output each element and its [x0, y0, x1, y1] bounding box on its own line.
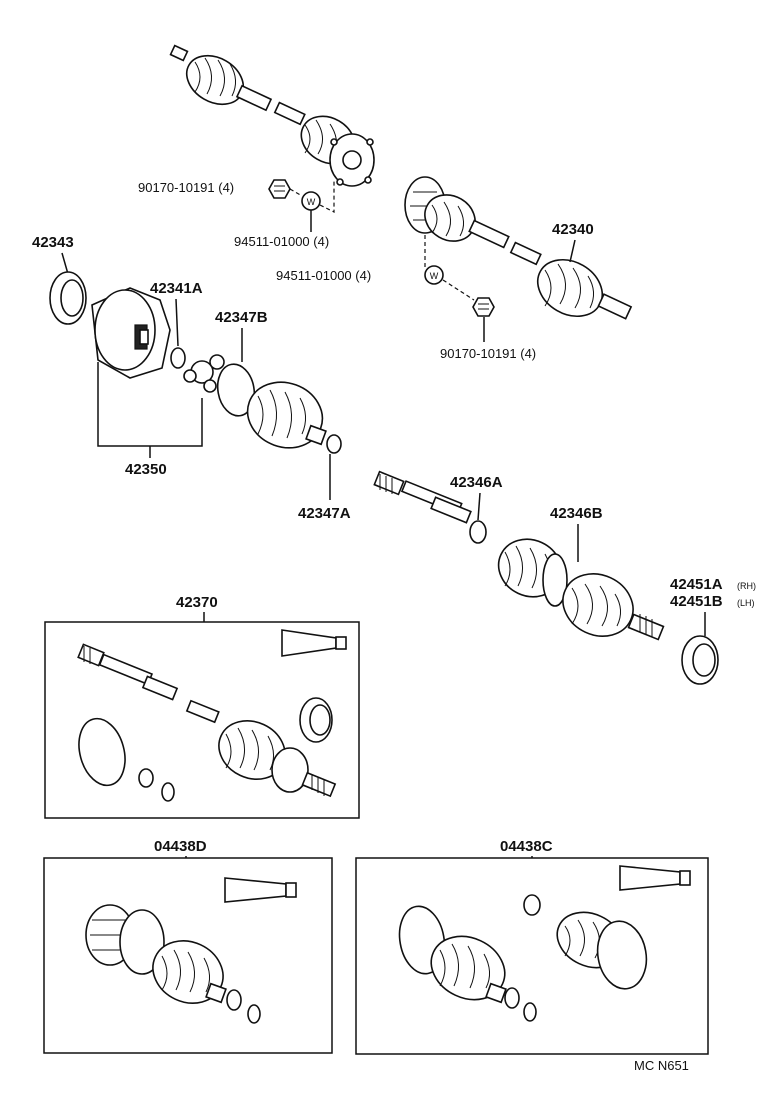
grease-tube-04438D	[224, 877, 297, 903]
boot-inboard	[246, 381, 327, 449]
label-94511-01000-top: 94511-01000 (4)	[234, 234, 329, 249]
clamp-42347B	[216, 363, 256, 417]
shaft-inboard-right	[373, 470, 472, 524]
label-90170-10191-top: 90170-10191 (4)	[138, 180, 234, 195]
label-42451A-side: (RH)	[737, 581, 756, 591]
kit-box-04438D	[43, 857, 333, 1054]
washer-94511-top: W	[301, 191, 321, 211]
grease-tube-04438C	[619, 865, 691, 891]
clamp-small-04438C	[504, 987, 520, 1009]
label-42347A: 42347A	[298, 505, 351, 522]
snap-ring-04438D	[247, 1004, 261, 1024]
label-42451B: 42451B	[670, 593, 723, 610]
label-42346A: 42346A	[450, 474, 503, 491]
label-04438D: 04438D	[154, 838, 207, 855]
clamp-small-04438D	[226, 989, 242, 1011]
washer-mark: W	[307, 197, 316, 207]
label-42340: 42340	[552, 221, 594, 238]
shaft-42340	[404, 176, 633, 320]
boot-04438D	[85, 904, 227, 1004]
boot-04438C-inboard	[430, 935, 507, 1004]
nut-90170-right	[472, 297, 495, 317]
label-42346B: 42346B	[550, 505, 603, 522]
label-42370: 42370	[176, 594, 218, 611]
clamp-large-42370	[78, 717, 126, 787]
label-42341A: 42341A	[150, 280, 203, 297]
abs-ring-42451	[681, 635, 719, 685]
kit-box-04438C	[355, 857, 709, 1055]
clamp-42347A	[326, 434, 342, 454]
nut-90170-top	[268, 179, 291, 199]
label-94511-01000-right: 94511-01000 (4)	[276, 268, 371, 283]
label-42451A: 42451A	[670, 576, 723, 593]
upper-drive-shaft	[169, 44, 375, 187]
tripod-joint	[183, 354, 225, 393]
outboard-housing-42350	[91, 287, 171, 379]
label-42347B: 42347B	[215, 309, 268, 326]
washer-94511-right: W	[424, 265, 444, 285]
label-42343: 42343	[32, 234, 74, 251]
dust-cover-42370	[299, 697, 333, 743]
clamp-42346A	[469, 520, 487, 544]
grease-tube-42370	[281, 629, 347, 657]
snap-ring-42341A	[170, 347, 186, 369]
boot-42346B	[497, 538, 665, 641]
kit-box-42370	[44, 621, 360, 819]
dust-cover-42343	[49, 271, 87, 325]
clamp-top-04438C	[523, 894, 541, 916]
clamp-small-42370	[138, 768, 154, 788]
label-90170-10191-right: 90170-10191 (4)	[440, 346, 536, 361]
label-42451B-side: (LH)	[737, 598, 755, 608]
snap-ring-04438C	[523, 1002, 537, 1022]
washer-mark-right: W	[430, 271, 439, 281]
diagram-code: MC N651	[634, 1058, 689, 1073]
snap-ring-42370	[161, 782, 175, 802]
shaft-42370	[77, 643, 337, 798]
label-42350: 42350	[125, 461, 167, 478]
label-04438C: 04438C	[500, 838, 553, 855]
boot-04438C-outboard	[556, 911, 648, 990]
